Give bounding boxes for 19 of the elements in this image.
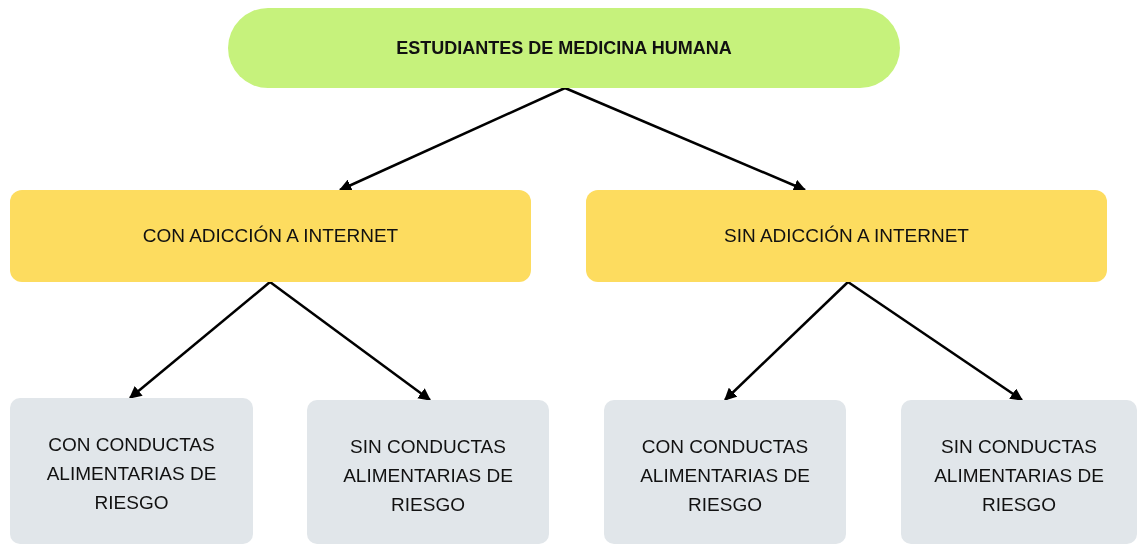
node-label: SIN CONDUCTAS ALIMENTARIAS DE RIESGO bbox=[933, 435, 1105, 517]
outcome-box bbox=[307, 400, 549, 544]
arrow bbox=[564, 86, 807, 192]
node-label: SIN ADICCIÓN A INTERNET bbox=[724, 225, 969, 247]
node-label: CON CONDUCTAS ALIMENTARIAS DE RIESGO bbox=[639, 435, 811, 517]
outcome-box bbox=[901, 400, 1137, 544]
arrow bbox=[129, 281, 271, 399]
node-label: SIN CONDUCTAS ALIMENTARIAS DE RIESGO bbox=[342, 435, 514, 517]
arrow bbox=[847, 280, 1024, 402]
category-box bbox=[10, 190, 531, 282]
node-label: CON ADICCIÓN A INTERNET bbox=[142, 225, 399, 247]
arrow bbox=[269, 281, 431, 401]
category-box bbox=[586, 190, 1107, 282]
node-label: ESTUDIANTES DE MEDICINA HUMANA bbox=[396, 37, 732, 59]
outcome-box bbox=[604, 400, 846, 544]
arrow bbox=[338, 86, 566, 192]
outcome-box bbox=[10, 398, 253, 544]
arrow bbox=[724, 281, 849, 401]
node-label: CON CONDUCTAS ALIMENTARIAS DE RIESGO bbox=[45, 433, 218, 515]
